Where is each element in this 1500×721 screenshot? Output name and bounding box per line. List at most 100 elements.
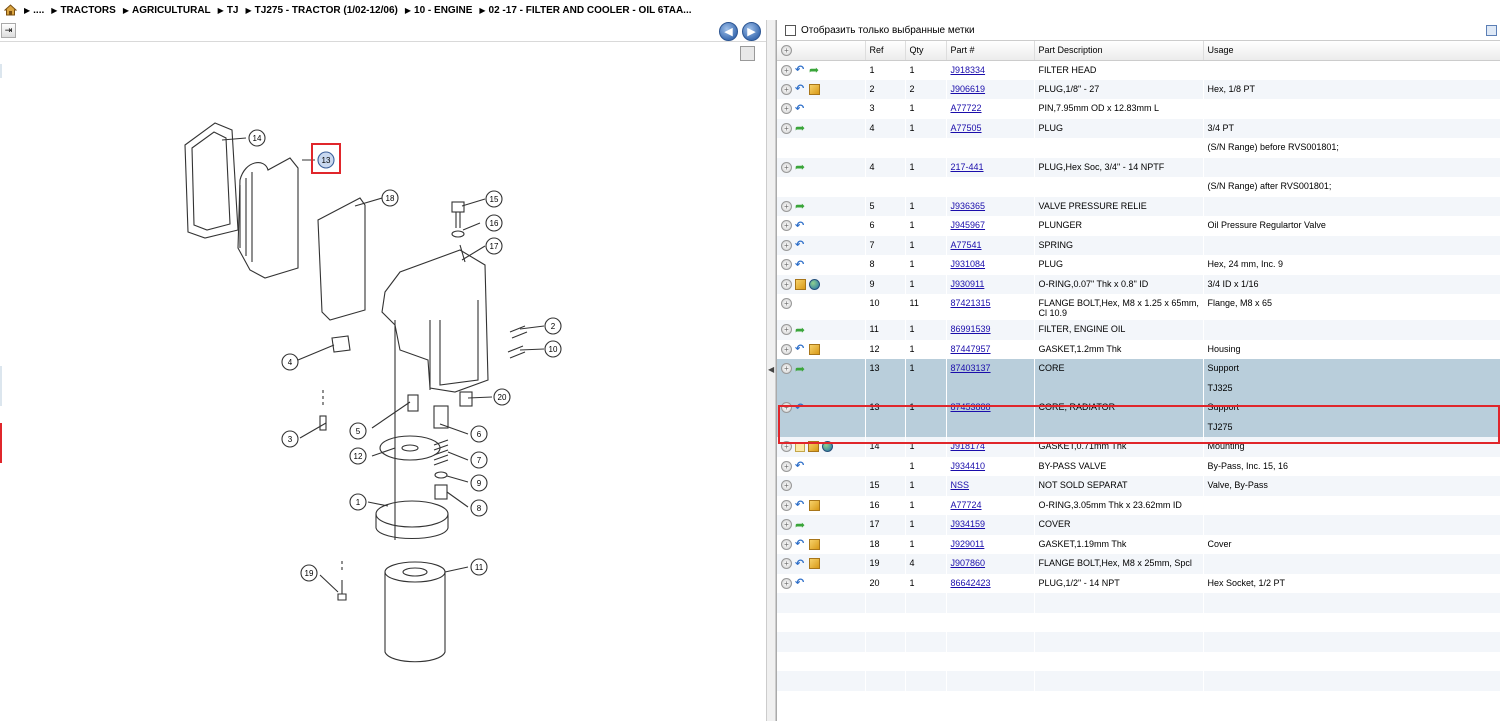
return-arrow-icon[interactable]: ↶: [795, 83, 805, 95]
row-part[interactable]: J930911: [946, 274, 1034, 294]
callout-1[interactable]: 1: [349, 493, 367, 511]
callout-15[interactable]: 15: [485, 190, 503, 208]
expand-row-icon[interactable]: +: [781, 363, 792, 374]
part-number-link[interactable]: 87453888: [950, 402, 991, 412]
expand-all-icon[interactable]: +: [781, 44, 792, 56]
row-part[interactable]: 86991539: [946, 320, 1034, 340]
row-part[interactable]: J934410: [946, 456, 1034, 476]
breadcrumb-item[interactable]: ▶TRACTORS: [51, 5, 116, 16]
expand-row-icon[interactable]: +: [781, 480, 792, 491]
part-number-link[interactable]: 217-441: [950, 161, 984, 172]
part-number-link[interactable]: J931084: [950, 259, 986, 269]
row-part[interactable]: J918174: [946, 437, 1034, 457]
return-arrow-icon[interactable]: ↶: [795, 239, 805, 251]
column-part[interactable]: Part #: [946, 41, 1035, 61]
panel-splitter[interactable]: ◀: [766, 20, 776, 721]
breadcrumb-item[interactable]: ▶02 -17 - FILTER AND COOLER - OIL 6TAA..…: [479, 5, 691, 16]
package-icon[interactable]: [809, 558, 820, 569]
expand-row-icon[interactable]: +: [781, 402, 792, 413]
return-arrow-icon[interactable]: ↶: [795, 102, 805, 115]
home-icon[interactable]: [3, 4, 18, 16]
callout-13[interactable]: 13: [317, 151, 335, 169]
expand-row-icon[interactable]: +: [781, 122, 792, 134]
forward-arrow-icon[interactable]: ➦: [795, 517, 806, 532]
row-part[interactable]: [946, 417, 1034, 437]
expand-row-icon[interactable]: +: [781, 298, 792, 309]
return-arrow-icon[interactable]: ↶: [795, 343, 805, 355]
breadcrumb-item[interactable]: ▶10 - ENGINE: [405, 5, 473, 16]
expand-row-icon[interactable]: +: [781, 200, 792, 212]
forward-arrow-icon[interactable]: ➦: [809, 63, 820, 77]
expand-row-icon[interactable]: +: [781, 220, 792, 231]
row-part[interactable]: 87453888: [946, 398, 1034, 418]
part-number-link[interactable]: 86991539: [950, 324, 991, 334]
expand-row-icon[interactable]: +: [781, 239, 792, 251]
expand-row-icon[interactable]: +: [781, 64, 792, 76]
column-usage[interactable]: Usage: [1203, 41, 1500, 61]
callout-18[interactable]: 18: [381, 189, 399, 207]
callout-17[interactable]: 17: [485, 237, 503, 255]
expand-row-icon[interactable]: +: [781, 83, 792, 95]
expand-row-icon[interactable]: +: [781, 538, 792, 550]
part-number-link[interactable]: J936365: [950, 200, 986, 211]
forward-arrow-icon[interactable]: ➦: [795, 160, 806, 174]
zoom-toggle[interactable]: [740, 46, 755, 61]
callout-2[interactable]: 2: [544, 317, 562, 335]
breadcrumb-item[interactable]: ▶TJ275 - TRACTOR (1/02-12/06): [246, 5, 398, 16]
package-icon[interactable]: [808, 441, 819, 452]
expand-row-icon[interactable]: +: [781, 103, 792, 114]
part-number-link[interactable]: NSS: [950, 480, 970, 490]
part-number-link[interactable]: 87421315: [950, 298, 991, 308]
row-part[interactable]: 87447957: [946, 339, 1034, 359]
expand-sidebar-button[interactable]: ⇥: [1, 23, 16, 38]
forward-arrow-icon[interactable]: ➦: [795, 121, 806, 135]
row-part[interactable]: [946, 177, 1034, 197]
return-arrow-icon[interactable]: ↶: [795, 577, 805, 589]
callout-3[interactable]: 3: [281, 430, 299, 448]
part-number-link[interactable]: 87403137: [950, 363, 991, 373]
part-number-link[interactable]: J929011: [950, 538, 985, 549]
row-part[interactable]: 86642423: [946, 573, 1034, 593]
grid-view-icon[interactable]: [1486, 25, 1497, 36]
forward-arrow-icon[interactable]: ➦: [795, 361, 806, 376]
row-part[interactable]: J906619: [946, 79, 1034, 99]
table-row[interactable]: (S/N Range) after RVS001801;: [777, 177, 1500, 197]
row-part[interactable]: [946, 138, 1034, 158]
row-part[interactable]: [946, 378, 1034, 398]
part-number-link[interactable]: A77541: [950, 239, 982, 250]
show-selected-checkbox[interactable]: [785, 24, 796, 36]
package-icon[interactable]: [809, 499, 820, 511]
part-number-link[interactable]: J906619: [950, 83, 986, 94]
return-arrow-icon[interactable]: ↶: [795, 64, 805, 76]
expand-row-icon[interactable]: +: [781, 558, 792, 569]
callout-11[interactable]: 11: [470, 558, 488, 576]
expand-row-icon[interactable]: +: [781, 324, 792, 335]
callout-7[interactable]: 7: [470, 451, 488, 469]
globe-icon[interactable]: [809, 278, 820, 290]
package-icon[interactable]: [795, 278, 806, 290]
expand-row-icon[interactable]: +: [781, 460, 792, 472]
callout-5[interactable]: 5: [349, 422, 367, 440]
return-arrow-icon[interactable]: ↶: [795, 219, 805, 232]
part-number-link[interactable]: J934410: [950, 460, 986, 471]
row-part[interactable]: A77722: [946, 99, 1034, 119]
callout-9[interactable]: 9: [470, 474, 488, 492]
callout-14[interactable]: 14: [248, 129, 266, 147]
expand-row-icon[interactable]: +: [781, 259, 792, 270]
next-button[interactable]: ▶: [742, 22, 761, 41]
forward-arrow-icon[interactable]: ➦: [795, 199, 806, 213]
